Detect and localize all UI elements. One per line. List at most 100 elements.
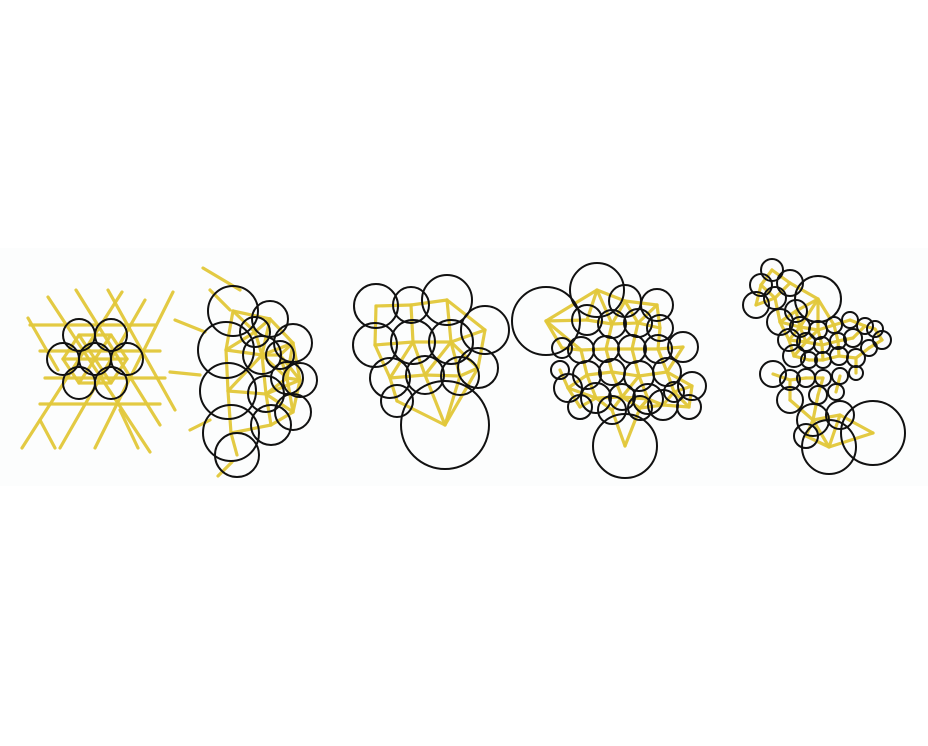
contact-edge — [458, 366, 480, 378]
contact-edge — [656, 347, 669, 374]
contact-edge — [253, 330, 264, 357]
packing-circle — [856, 317, 874, 335]
packing-circle — [800, 351, 818, 369]
packing-circle — [779, 369, 801, 391]
contact-edge — [264, 392, 273, 427]
packing-circle — [282, 362, 318, 398]
contact-edge — [827, 431, 875, 449]
contact-edge — [788, 281, 820, 301]
packing-circle — [571, 304, 603, 336]
packing-circle — [814, 369, 832, 387]
contact-edge — [118, 408, 140, 450]
contact-edge — [93, 333, 113, 361]
contact-edge — [595, 288, 614, 326]
contact-edge — [595, 288, 627, 303]
contact-edge — [226, 389, 233, 435]
contact-edge — [687, 384, 694, 409]
packing-circle — [202, 404, 260, 462]
packing-circle — [511, 286, 581, 356]
contact-edge — [38, 418, 57, 450]
packing-circle — [440, 356, 480, 396]
packing-circle — [274, 393, 312, 431]
contact-edge — [373, 304, 378, 347]
packing-circle — [640, 288, 674, 322]
contact-edge — [816, 297, 836, 327]
packing-circle — [242, 335, 282, 375]
contact-edge — [585, 318, 614, 326]
packing-circle — [247, 375, 285, 413]
packing-circle — [676, 394, 702, 420]
packing-circle — [742, 291, 770, 319]
contact-edge — [443, 366, 480, 427]
contact-edge — [216, 460, 234, 478]
contact-edge — [594, 396, 614, 412]
contact-edge — [620, 395, 642, 410]
contact-edge — [373, 340, 415, 347]
packing-circle — [667, 331, 699, 363]
contact-edge — [566, 373, 589, 390]
contact-edge — [173, 318, 207, 334]
contact-edge — [188, 418, 212, 432]
contact-edge — [411, 340, 427, 377]
packing-circle — [405, 355, 445, 395]
packing-circle — [428, 319, 474, 365]
contact-edge — [224, 309, 235, 352]
packing-circle — [369, 357, 411, 399]
packing-circle — [94, 318, 128, 352]
contact-edge — [449, 328, 487, 344]
contact-edge — [661, 403, 691, 409]
packing-circle — [776, 269, 804, 297]
contact-edge — [794, 309, 802, 329]
packing-circle — [759, 360, 787, 388]
contact-edge — [423, 373, 462, 378]
packing-circle — [457, 347, 499, 389]
panel-hexagonal-grid — [20, 288, 177, 454]
contact-edge — [759, 283, 777, 300]
contact-edge — [787, 338, 796, 358]
packing-circle — [400, 380, 490, 470]
contact-edge — [168, 370, 202, 377]
packing-circle — [777, 328, 801, 352]
packing-circle — [551, 337, 573, 359]
contact-edge — [827, 413, 842, 449]
packing-circle — [199, 362, 257, 420]
contact-edge — [656, 345, 685, 351]
packing-circle — [646, 314, 674, 342]
contact-edge — [264, 392, 295, 414]
packing-circle — [207, 285, 259, 337]
contact-edge — [224, 348, 230, 393]
packing-circle — [597, 395, 627, 425]
packing-circle — [782, 344, 806, 368]
contact-edge — [260, 341, 295, 357]
panel-mixed-sizes — [352, 274, 510, 470]
contact-edge — [544, 288, 599, 323]
contact-edge — [26, 316, 60, 372]
panel-multiscale-packing — [742, 258, 906, 475]
contact-edge — [798, 297, 820, 329]
packing-circle — [841, 311, 859, 329]
contact-edge — [771, 372, 792, 382]
contact-edge — [604, 347, 614, 374]
packing-circle — [94, 366, 128, 400]
packing-circle — [390, 319, 436, 365]
packing-circle — [776, 386, 804, 414]
contact-edge — [787, 325, 802, 342]
packing-circle — [580, 382, 612, 414]
packing-circle — [663, 381, 685, 403]
packing-circle — [197, 321, 255, 379]
packing-circle — [627, 395, 653, 421]
packing-circle — [392, 286, 430, 324]
contact-edge — [74, 288, 162, 427]
contact-edge — [226, 353, 264, 393]
contact-edge — [778, 309, 798, 324]
contact-edge — [585, 373, 598, 400]
packing-circle — [840, 400, 906, 466]
packing-circle — [353, 283, 399, 329]
contact-edge — [423, 340, 453, 377]
contact-edge — [93, 290, 175, 450]
packing-circle — [866, 320, 884, 338]
contact-edge — [106, 288, 177, 412]
packing-circle — [843, 328, 863, 348]
packing-circle — [829, 332, 847, 350]
packing-circle — [239, 316, 271, 348]
